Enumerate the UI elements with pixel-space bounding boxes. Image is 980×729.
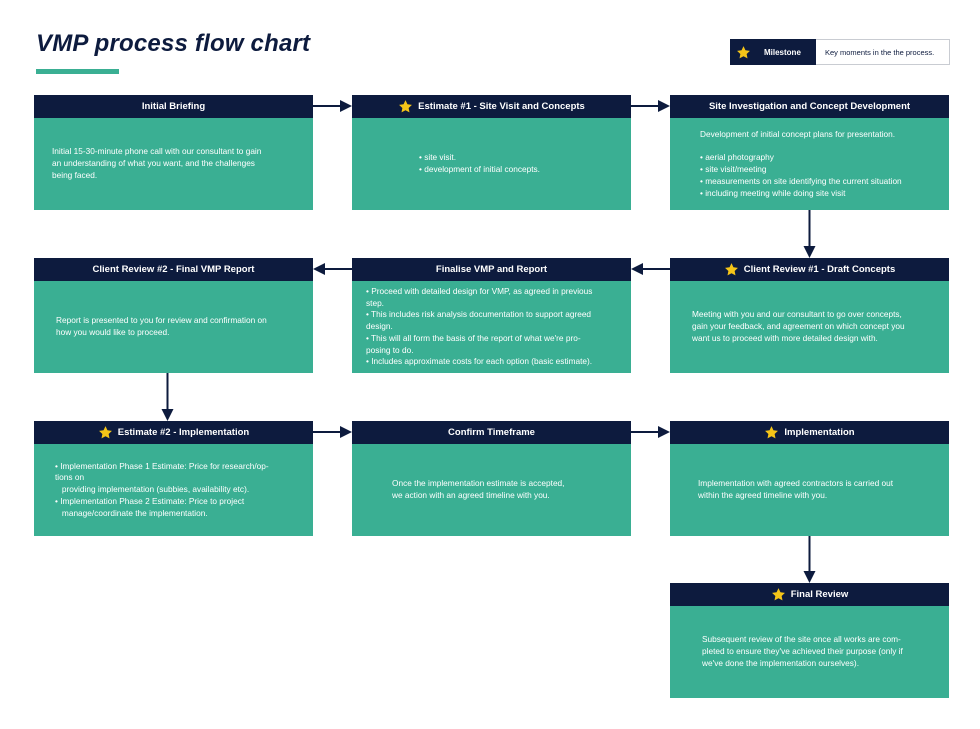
star-icon — [724, 262, 739, 277]
step-body-line: • including meeting while doing site vis… — [700, 187, 846, 198]
legend-description: Key moments in the the process. — [816, 39, 950, 65]
step-body-line: • Includes approximate costs for each op… — [366, 356, 593, 367]
arrowhead — [313, 263, 325, 275]
step-body-line: step. — [366, 297, 384, 308]
arrowhead — [658, 100, 670, 112]
step-body-line: pleted to ensure they've achieved their … — [702, 646, 903, 657]
step-body-line: an understanding of what you want, and t… — [52, 158, 255, 169]
arrowhead — [340, 426, 352, 438]
step-title: Client Review #2 - Final VMP Report — [92, 264, 255, 275]
star-icon — [398, 99, 413, 114]
step-body-line: want us to proceed with more detailed de… — [692, 332, 878, 343]
step-body-line: providing implementation (subbies, avail… — [55, 484, 250, 495]
arrowhead — [658, 426, 670, 438]
step-header: Implementation — [670, 421, 949, 444]
title-underline — [36, 69, 119, 74]
step-header: Finalise VMP and Report — [352, 258, 631, 281]
step-header: Site Investigation and Concept Developme… — [670, 95, 949, 118]
arrowhead — [161, 409, 174, 421]
step-body-line: how you would like to proceed. — [56, 327, 170, 337]
step-body-line: design. — [366, 321, 393, 332]
step-body-line: • Implementation Phase 2 Estimate: Price… — [55, 495, 245, 506]
step-body-line: Meeting with you and our consultant to g… — [692, 309, 902, 320]
step-body-line: • measurements on site identifying the c… — [700, 175, 902, 186]
arrowhead — [803, 246, 816, 258]
step-body-line: • site visit. — [419, 152, 457, 163]
step-body-line: within the agreed timeline with you. — [698, 490, 828, 500]
step-body-line: • This includes risk analysis documentat… — [366, 309, 592, 320]
step-body-line: • Proceed with detailed design for VMP, … — [366, 285, 593, 296]
arrowhead — [803, 571, 816, 583]
step-2: Estimate #1 - Site Visit and Concepts • s… — [352, 95, 631, 210]
legend: Milestone Key moments in the the process… — [730, 39, 950, 65]
step-body: Subsequent review of the site once all w… — [670, 606, 949, 698]
star-icon — [771, 587, 786, 602]
step-header: Estimate #2 - Implementation — [34, 421, 313, 444]
page-title: VMP process flow chart — [36, 30, 311, 57]
step-body-line: Development of initial concept plans for… — [700, 128, 896, 139]
step-body: • site visit.• development of initial co… — [352, 118, 631, 210]
step-body: Once the implementation estimate is acce… — [352, 444, 631, 536]
step-title: Confirm Timeframe — [448, 427, 535, 438]
step-body: Implementation with agreed contractors i… — [670, 444, 949, 536]
step-body: Meeting with you and our consultant to g… — [670, 281, 949, 373]
step-title: Finalise VMP and Report — [435, 264, 548, 275]
step-body-line: we action with an agreed timeline with y… — [392, 490, 550, 500]
step-title: Final Review — [790, 589, 849, 600]
step-body-line: Implementation with agreed contractors i… — [698, 478, 894, 489]
step-body-line: • aerial photography — [700, 152, 774, 163]
step-header: Estimate #1 - Site Visit and Concepts — [352, 95, 631, 118]
step-body-line: being faced. — [52, 169, 98, 180]
step-body-line — [700, 140, 937, 152]
step-header: Final Review — [670, 583, 949, 606]
step-body-line: Report is presented to you for review an… — [56, 315, 267, 326]
arrowhead — [631, 263, 643, 275]
step-body-line: Once the implementation estimate is acce… — [392, 478, 565, 489]
step-body-line: tions on — [55, 472, 85, 483]
star-icon — [764, 425, 779, 440]
arrowhead — [340, 100, 352, 112]
step-title: Initial Briefing — [141, 101, 206, 112]
legend-milestone-badge: Milestone — [730, 39, 816, 65]
step-header: Client Review #2 - Final VMP Report — [34, 258, 313, 281]
step-body-line: • site visit/meeting — [700, 164, 767, 174]
step-title: Client Review #1 - Draft Concepts — [743, 264, 896, 275]
step-header: Client Review #1 - Draft Concepts — [670, 258, 949, 281]
step-body-line: gain your feedback, and agreement on whi… — [692, 321, 905, 332]
step-body: Report is presented to you for review an… — [34, 281, 313, 373]
star-icon — [736, 45, 751, 60]
step-body-line: Subsequent review of the site once all w… — [702, 634, 901, 645]
step-body-line: posing to do. — [366, 344, 414, 355]
step-body-line: manage/coordinate the implementation. — [55, 507, 208, 518]
step-header: Confirm Timeframe — [352, 421, 631, 444]
legend-milestone-label: Milestone — [764, 47, 801, 57]
step-3: Site Investigation and Concept Developme… — [670, 95, 949, 210]
step-title: Implementation — [784, 427, 855, 438]
step-body-line: • Implementation Phase 1 Estimate: Price… — [55, 460, 269, 471]
step-7: Estimate #2 - Implementation • Implementa… — [34, 421, 313, 536]
step-body: • Proceed with detailed design for VMP, … — [352, 281, 631, 373]
step-body-line: • This will all form the basis of the re… — [366, 332, 581, 343]
step-title: Site Investigation and Concept Developme… — [708, 101, 911, 112]
step-body-line: Initial 15-30-minute phone call with our… — [52, 146, 262, 157]
step-body-line: we've done the implementation ourselves)… — [702, 657, 860, 668]
step-body-line: • development of initial concepts. — [419, 164, 540, 174]
step-title: Estimate #1 - Site Visit and Concepts — [418, 101, 585, 112]
step-body: Initial 15-30-minute phone call with our… — [34, 118, 313, 210]
star-icon — [98, 425, 113, 440]
step-body: • Implementation Phase 1 Estimate: Price… — [34, 444, 313, 536]
step-header: Initial Briefing — [34, 95, 313, 118]
step-5: Finalise VMP and Report • Proceed with de… — [352, 258, 631, 373]
step-title: Estimate #2 - Implementation — [117, 427, 250, 438]
step-body: Development of initial concept plans for… — [670, 118, 949, 210]
